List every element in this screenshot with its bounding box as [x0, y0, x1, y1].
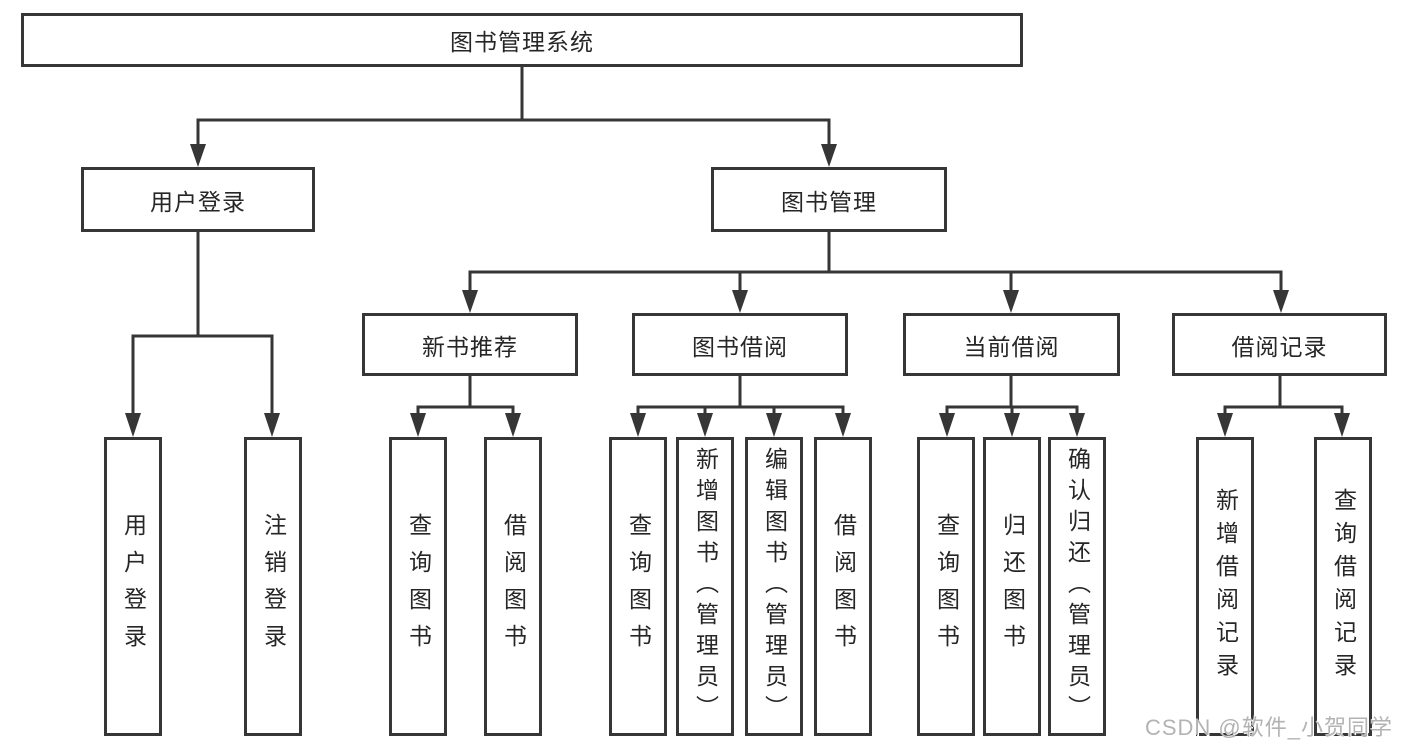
node-label: 图书管理系统: [450, 29, 594, 55]
leaf-add-borrow-record: 新增借阅记录: [1196, 437, 1254, 736]
node-label: 借阅记录: [1231, 333, 1328, 360]
leaf-label: 查询借阅记录: [1330, 487, 1357, 686]
junction-root-to-level2: [190, 65, 837, 167]
leaf-label: 用户登录: [120, 512, 147, 661]
leaf-label: 借阅图书: [500, 512, 527, 661]
leaf-label: 查询图书: [625, 512, 652, 661]
node-root-system: 图书管理系统: [21, 13, 1023, 67]
node-label: 用户登录: [150, 188, 246, 215]
leaf-label: 新增图书（管理员）: [692, 447, 719, 726]
leaf-logout: 注销登录: [244, 437, 302, 736]
leaf-add-books-admin: 新增图书（管理员）: [676, 437, 734, 736]
node-label: 当前借阅: [963, 333, 1060, 360]
leaf-label: 查询图书: [933, 512, 960, 661]
node-label: 图书管理: [781, 188, 877, 215]
leaf-label: 注销登录: [260, 512, 287, 661]
leaf-user-login: 用户登录: [104, 437, 162, 736]
node-book-borrowing: 图书借阅: [632, 313, 848, 376]
node-current-borrowing: 当前借阅: [903, 313, 1120, 376]
leaf-query-borrow-record: 查询借阅记录: [1314, 437, 1372, 736]
junction-book-management-to-sections: [462, 230, 1289, 313]
leaf-label: 借阅图书: [830, 512, 857, 661]
junction-current-borrowing-to-leaves: [939, 374, 1085, 437]
leaf-label: 查询图书: [405, 512, 432, 661]
node-label: 新书推荐: [422, 333, 518, 360]
node-user-login: 用户登录: [81, 167, 315, 232]
leaf-query-books-current: 查询图书: [917, 437, 975, 736]
watermark-text: CSDN @软件_小贺同学: [1144, 715, 1393, 740]
node-new-book-recommend: 新书推荐: [362, 313, 578, 376]
leaf-return-books: 归还图书: [983, 437, 1041, 736]
leaf-label: 确认归还（管理员）: [1064, 447, 1091, 726]
junction-borrow-records-to-leaves: [1217, 374, 1350, 437]
node-book-management: 图书管理: [711, 167, 947, 232]
leaf-query-books-recommend: 查询图书: [389, 437, 447, 736]
junction-user-login-to-leaves: [125, 230, 280, 437]
leaf-borrow-books: 借阅图书: [814, 437, 872, 736]
leaf-edit-books-admin: 编辑图书（管理员）: [745, 437, 803, 736]
leaf-label: 归还图书: [999, 512, 1026, 661]
leaf-confirm-return-admin: 确认归还（管理员）: [1048, 437, 1106, 736]
leaf-borrow-books-recommend: 借阅图书: [484, 437, 542, 736]
node-label: 图书借阅: [692, 333, 788, 360]
leaf-query-books-borrowing: 查询图书: [609, 437, 667, 736]
junction-book-borrowing-to-leaves: [630, 374, 851, 437]
junction-new-books-to-leaves: [410, 374, 521, 437]
node-borrow-records: 借阅记录: [1172, 313, 1387, 376]
leaf-label: 新增借阅记录: [1212, 487, 1239, 686]
leaf-label: 编辑图书（管理员）: [761, 447, 788, 726]
